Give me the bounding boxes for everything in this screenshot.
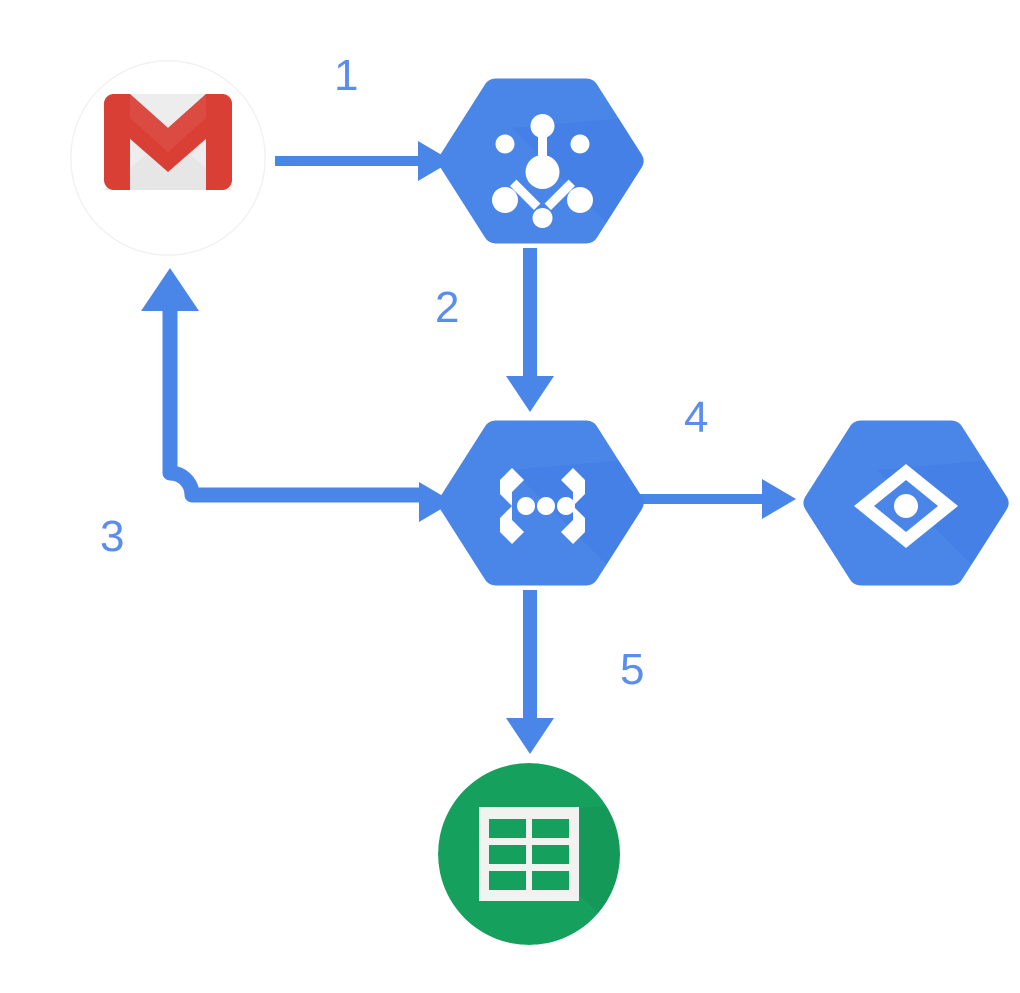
edge-3-arrow — [141, 268, 453, 522]
edge-2-arrow — [506, 248, 554, 412]
node-google-sheets[interactable] — [438, 763, 638, 953]
node-gmail[interactable] — [70, 60, 266, 256]
node-cloud-pubsub[interactable] — [438, 78, 650, 266]
edge-label-1: 1 — [334, 51, 358, 100]
node-cloud-functions[interactable] — [438, 420, 650, 608]
cloud-vision-icon — [854, 464, 958, 548]
edge-label-3: 3 — [100, 512, 124, 561]
node-cloud-vision[interactable] — [803, 420, 1015, 608]
cloud-functions-icon — [500, 468, 585, 544]
edge-label-2: 2 — [435, 283, 459, 332]
gmail-icon — [104, 94, 232, 190]
edge-label-4: 4 — [684, 393, 708, 442]
cloud-pubsub-icon — [492, 114, 593, 228]
edge-5-arrow — [506, 590, 554, 754]
google-sheets-icon — [479, 807, 579, 901]
edge-1-arrow — [275, 141, 452, 181]
edge-label-5: 5 — [620, 645, 644, 694]
edge-4-arrow — [620, 479, 796, 519]
